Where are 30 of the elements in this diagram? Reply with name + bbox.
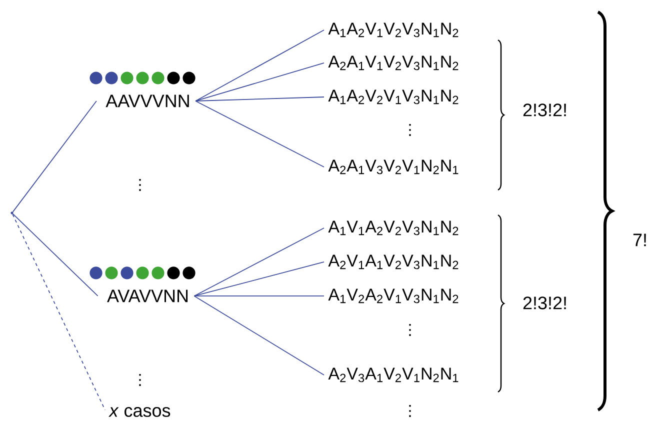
ellipsis: ⋮ [409,404,411,418]
case-label: x casos [108,407,170,417]
count-label: 7! [633,234,646,246]
branch-line [195,30,324,102]
sequence-label: A$_{2}$V$_{1}$A$_{1}$V$_{2}$V$_{3}$N$_{1}$N$_{2}$ [328,254,458,270]
branch-line [194,228,324,296]
branch-point [10,212,14,214]
dashed-branch-line [12,214,106,410]
sequence-label: A$_{2}$V$_{3}$A$_{1}$V$_{2}$V$_{1}$N$_{2}$N$_{1}$ [328,368,458,382]
branch-line [194,262,324,296]
arrangement-label: AVAVVNN [107,290,188,302]
branch-line [12,100,97,212]
sequence-label: A$_{2}$A$_{1}$V$_{3}$V$_{2}$V$_{1}$N$_{2}$N$_{1}$ [328,160,458,174]
branch-line [194,296,324,376]
sequence-label: A$_{1}$A$_{2}$V$_{1}$V$_{2}$V$_{3}$N$_{1}$N$_{2}$ [328,22,458,38]
arrangement-label: AAVVVNN [106,94,189,108]
branch-line [195,62,324,102]
sequence-label: A$_{1}$A$_{2}$V$_{2}$V$_{1}$V$_{3}$N$_{1}$N$_{2}$ [328,90,458,104]
ellipsis: ⋮ [409,124,411,136]
sequence-label: A$_{1}$V$_{1}$A$_{2}$V$_{2}$V$_{3}$N$_{1}$N$_{2}$ [328,220,458,236]
ellipsis: ⋮ [139,178,141,192]
branch-line [12,214,98,296]
sequence-label: A$_{1}$V$_{2}$A$_{2}$V$_{1}$V$_{3}$N$_{1}$N$_{2}$ [328,288,458,304]
branch-line [195,100,324,168]
sequence-label: A$_{2}$A$_{1}$V$_{1}$V$_{2}$V$_{3}$N$_{1}$N$_{2}$ [328,56,458,70]
ellipsis: ⋮ [139,374,141,386]
branch-line [195,96,324,102]
ellipsis: ⋮ [409,324,411,336]
count-label: 2!3!2! [523,296,566,310]
count-label: 2!3!2! [523,104,566,116]
